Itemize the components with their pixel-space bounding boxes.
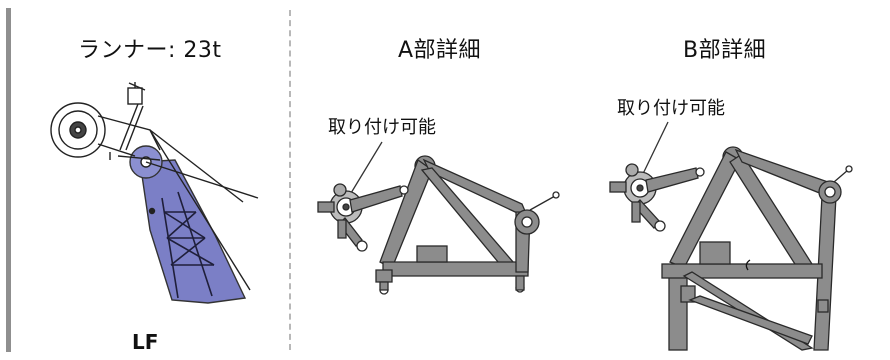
- left-panel-title: ランナー: 23t: [78, 38, 222, 63]
- crane-overview: [50, 82, 259, 304]
- panel-a-callout: 取り付け可能: [328, 117, 436, 138]
- panel-b-title: B部詳細: [683, 38, 767, 63]
- left-panel-footer-label: LF: [132, 330, 159, 354]
- panel-b-frame: [609, 121, 853, 351]
- panel-b-callout: 取り付け可能: [617, 98, 725, 119]
- panel-a-frame: [317, 141, 560, 295]
- panel-a-title: A部詳細: [398, 38, 482, 63]
- left-accent-bar: [6, 8, 11, 352]
- panel-divider: [289, 10, 291, 350]
